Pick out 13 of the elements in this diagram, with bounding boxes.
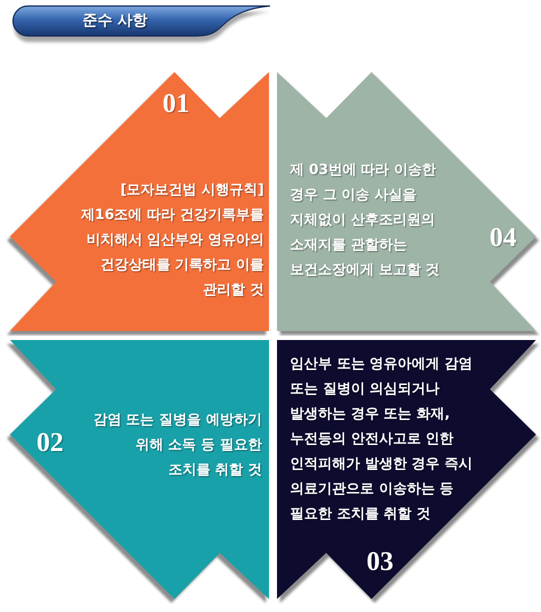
step-number: 04: [490, 224, 516, 251]
arrow-panel: [276, 71, 541, 336]
panel-text: 감염 또는 질병을 예방하기 위해 소독 등 필요한 조치를 취할 것: [92, 411, 262, 480]
step-number: 03: [366, 548, 394, 575]
step-number: 02: [36, 429, 64, 456]
arrow-panel: [276, 339, 541, 604]
title-text: 준수 사항: [82, 11, 148, 29]
arrow-panel: [6, 71, 271, 336]
step-number: 01: [162, 90, 190, 117]
panel-text: 임산부 또는 영유아에게 감염 또는 질병이 의심되거나 발생하는 경우 또는 화재, 누전등의 안전사고로 인한 인적피해가 발생한 경우 즉시 의료기관으로 이송하는 등 필요한 조치를 취할 것: [290, 355, 474, 524]
panel-text: 제 03번에 따라 이송한 경우 그 이송 사실을 지체없이 산후조리원의 소재지를 관할하는 보건소장에게 보고할 것: [290, 161, 441, 280]
arrow-panel: [6, 339, 271, 604]
panel-text: [모자보건법 시행규칙] 제16조에 따라 건강기록부를 비치해서 임산부와 영유아의 건강상태를 기록하고 이를 관리할 것: [80, 181, 264, 300]
